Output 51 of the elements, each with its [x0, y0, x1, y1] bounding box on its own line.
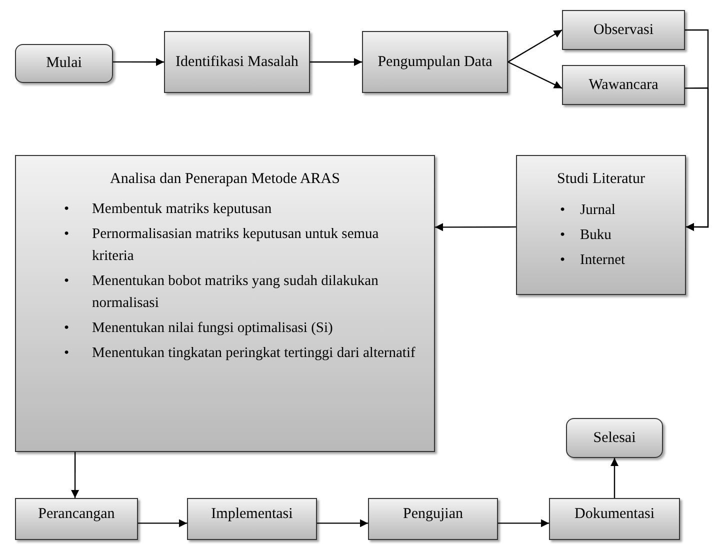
bullet-marker: • [560, 251, 566, 270]
process-box [164, 31, 310, 93]
bullet-item: Buku [580, 226, 612, 245]
process-box [549, 498, 680, 540]
node-label: Selesai [593, 428, 636, 448]
process-box [516, 155, 686, 295]
bullet-marker: • [64, 319, 70, 338]
arrow [317, 519, 368, 528]
arrow [435, 223, 516, 232]
bullet-marker: • [64, 225, 70, 244]
arrow [498, 519, 549, 528]
arrow [138, 519, 187, 528]
node-label: Dokumentasi [574, 505, 654, 524]
bullet-item: Internet [580, 251, 626, 270]
arrow [508, 61, 562, 89]
bullet-marker: • [560, 201, 566, 220]
process-box [368, 498, 498, 540]
node-label: Perancangan [38, 505, 115, 524]
bullet-item: Membentuk matriks keputusan [92, 200, 273, 219]
arrow [685, 87, 709, 231]
bullet-item: Pernormalisasian matriks keputusan untuk semua kriteria [92, 225, 380, 266]
bullet-item: Menentukan bobot matriks yang sudah dilakukan normalisasi [92, 272, 380, 313]
start-terminal [15, 44, 113, 83]
arrow [71, 452, 80, 498]
process-box [15, 155, 435, 452]
bullet-item: Menentukan nilai fungsi optimalisasi (Si) [92, 319, 334, 338]
node-label: Identifikasi Masalah [176, 52, 298, 72]
node-label: Pengujian [403, 505, 463, 524]
node-heading: Studi Literatur [557, 170, 645, 189]
process-box [562, 65, 685, 105]
process-box [187, 498, 317, 540]
node-label: Wawancara [588, 76, 658, 94]
bullet-marker: • [64, 344, 70, 363]
arrow [310, 58, 362, 66]
process-box [15, 498, 138, 540]
bullet-marker: • [64, 272, 70, 291]
bullet-marker: • [64, 200, 70, 219]
arrow [113, 58, 164, 66]
node-label: Observasi [594, 20, 654, 40]
node-label: Implementasi [211, 505, 293, 524]
process-box [362, 31, 508, 93]
node-label: Mulai [46, 54, 82, 73]
node-heading: Analisa dan Penerapan Metode ARAS [110, 170, 340, 189]
arrow [508, 29, 562, 63]
process-box [562, 10, 685, 50]
node-label: Pengumpulan Data [378, 52, 492, 72]
bullet-marker: • [560, 226, 566, 245]
arrow [610, 458, 618, 498]
end-terminal [566, 418, 663, 458]
bullet-item: Menentukan tingkatan peringkat tertinggi dari alternatif [92, 344, 416, 363]
bullet-item: Jurnal [580, 201, 616, 220]
